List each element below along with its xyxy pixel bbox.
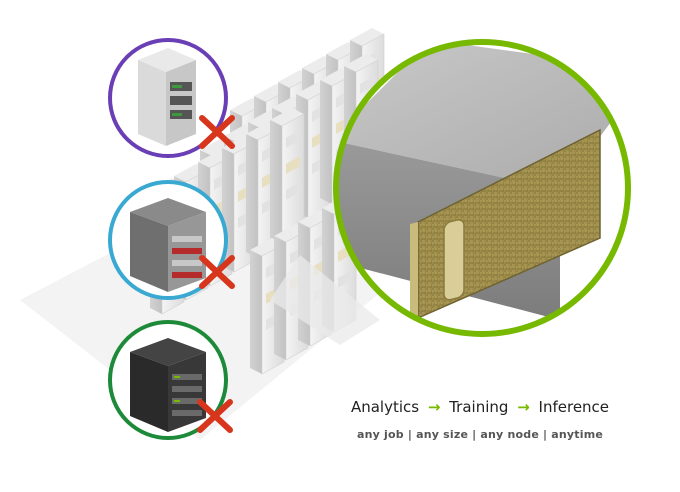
red-x-icon <box>197 399 233 433</box>
step-analytics: Analytics <box>350 398 420 416</box>
green-right-arrow-icon: → <box>427 398 441 416</box>
legacy-option-rack-server <box>108 38 228 158</box>
step-inference: Inference <box>538 398 610 416</box>
red-x-icon <box>199 115 235 149</box>
legacy-option-black-cabinet <box>108 320 228 440</box>
server-edge-bracket <box>410 222 418 320</box>
zoom-beam <box>270 255 380 345</box>
red-x-icon <box>199 255 235 289</box>
legacy-option-grey-cabinet <box>108 180 228 300</box>
server-handle <box>443 219 465 301</box>
rack-cabinet <box>270 108 305 245</box>
green-right-arrow-icon: → <box>517 398 530 416</box>
step-training: Training <box>449 398 509 416</box>
workflow-headline: Analytics → Training → Inference <box>300 398 660 416</box>
zoom-detail <box>333 39 631 337</box>
tagline: any job | any size | any node | anytime <box>356 428 604 441</box>
zoom-circle-ring <box>333 39 631 337</box>
